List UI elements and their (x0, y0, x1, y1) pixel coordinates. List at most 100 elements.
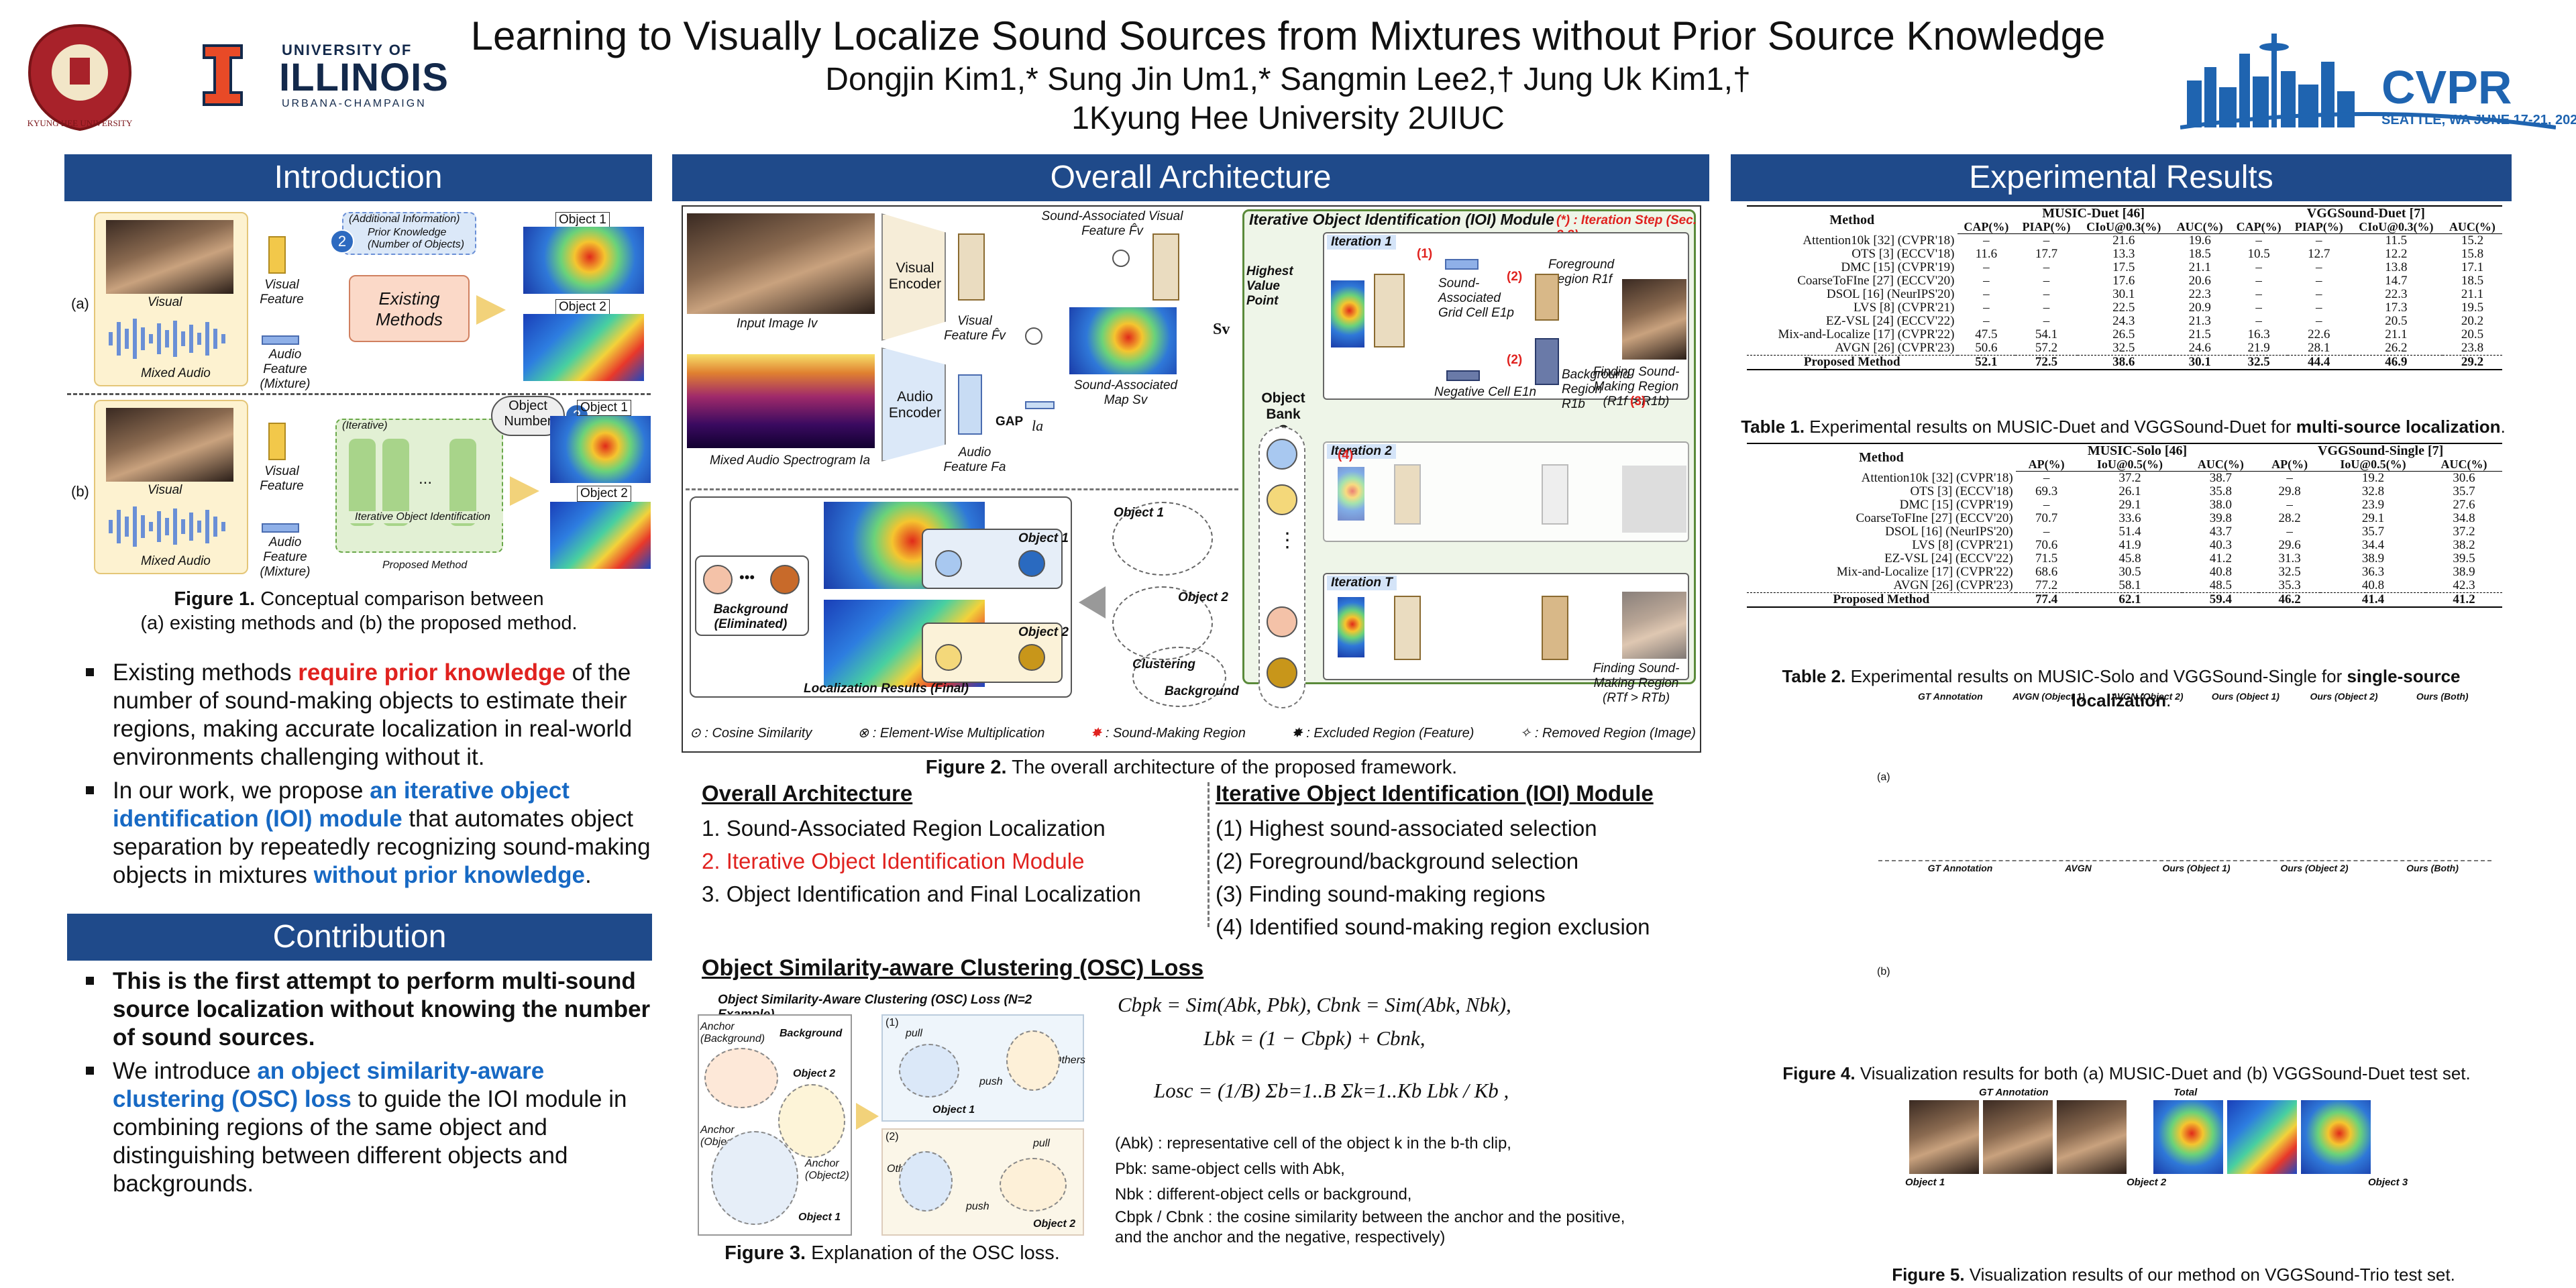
table-cell: OTS [3] (ECCV'18) (1851, 247, 1955, 261)
table-cell: 45.8 (2118, 551, 2141, 566)
fig1a-visual-image (106, 220, 233, 294)
gap-label: GAP (996, 415, 1024, 429)
def-positive: Pbk: same-object cells with Abk, (1115, 1160, 1345, 1178)
table-cell: 31.3 (2278, 551, 2301, 566)
step4-mark: (4) (1338, 448, 1354, 462)
table-cell: Attention10k [32] (CVPR'18) (1861, 470, 2013, 485)
table-cell: 29.6 (2278, 538, 2301, 552)
loc-obj1-c2 (1018, 550, 1045, 577)
table-cell: 69.3 (2035, 484, 2058, 498)
loc-obj1-c1 (935, 550, 962, 577)
def-anchor: (Abk) : representative cell of the objec… (1115, 1134, 1511, 1152)
table-cell: 20.6 (2188, 274, 2211, 288)
fig1a-existing-label: Existing Methods (376, 288, 443, 329)
bg-circle-1 (703, 565, 733, 594)
fig4b-row-2 (1901, 936, 2491, 993)
table-cell: 38.7 (2209, 471, 2233, 485)
vis-column-header: AVGN (Object 2) (2110, 691, 2184, 702)
negative-cell (1446, 370, 1480, 381)
iterT-cube-b (1542, 596, 1568, 660)
table-cell: – (2315, 314, 2322, 328)
fig1-cap-line2: (a) existing methods and (b) the propose… (140, 612, 578, 634)
table-cell: – (2255, 274, 2262, 288)
table-cell: 30.6 (2453, 471, 2475, 485)
table-cell: 22.6 (2308, 327, 2330, 341)
bank-dots: ⋮ (1277, 529, 1297, 551)
fig3-obj1-ellipse (711, 1131, 798, 1225)
fig1a-visual-label: Visual (148, 295, 182, 309)
equation-1: Cbpk = Sim(Abk, Pbk), Cbnk = Sim(Abk, Nb… (1118, 993, 1511, 1016)
fig3-panel-2-others (899, 1151, 953, 1212)
table-cell: 50.6 (1975, 341, 1998, 355)
table-cell: EZ-VSL [24] (ECCV'22) (1825, 314, 1955, 328)
mult-node-top (1112, 250, 1130, 267)
table-cell: 12.2 (2385, 247, 2408, 261)
fig4-label-a: (a) (1877, 771, 1890, 783)
iteration1-label: Iteration 1 (1327, 235, 1396, 250)
table-cell: – (2043, 301, 2050, 315)
table-cell: 32.5 (2112, 341, 2135, 355)
t2-col-header: AP(%) (2015, 458, 2078, 472)
loc-obj1-label: Object 1 (1018, 531, 1069, 545)
t2-group2: VGGSound-Single [7] (2259, 443, 2502, 458)
bank-circle-3 (1267, 606, 1297, 637)
table-2-caption: Table 2. Experimental results on MUSIC-S… (1782, 666, 2461, 710)
table-cell: 17.1 (2461, 260, 2484, 274)
fig3-obj2-ellipse (778, 1084, 845, 1158)
table-cell: 38.9 (2361, 551, 2385, 566)
cvpr-logo: CVPR SEATTLE, WA JUNE 17-21, 2024 (2180, 20, 2576, 134)
visual-feature-label: Visual Feature F̂v (944, 314, 1006, 343)
table-cell: 38.9 (2453, 565, 2475, 579)
table-cell: Mix-and-Localize [17] (CVPR'22) (1836, 565, 2013, 579)
fig1b-visual-feature-label: Visual Feature (260, 464, 304, 493)
def-cosine-2: and the anchor and the negative, respect… (1115, 1228, 1446, 1246)
intro-bullet-1: Existing methods require prior knowledge… (74, 659, 651, 771)
step1-mark: (1) (1417, 247, 1433, 261)
fig3-panel-2-cluster (1000, 1158, 1067, 1212)
audio-encoder (881, 347, 946, 462)
table-cell: 11.5 (2385, 233, 2408, 248)
proposed-cell: 44.4 (2288, 355, 2350, 370)
bank-circle-1 (1267, 439, 1297, 470)
table-cell: – (2043, 471, 2050, 485)
fig4a-row-2 (1901, 782, 2491, 856)
proposed-cell: 38.6 (2077, 355, 2170, 370)
fig1a-obj2-map (523, 314, 644, 381)
fig5-obj1-label: Object 1 (1905, 1177, 1945, 1188)
proposed-cell: 41.2 (2426, 592, 2502, 608)
t1-method-header: Method (1747, 205, 1957, 234)
table-cell: 22.3 (2385, 287, 2408, 301)
illinois-top: UNIVERSITY OF (282, 42, 413, 58)
ioi-item-1: (1) Highest sound-associated selection (1216, 816, 1597, 841)
fig3-push-2: push (966, 1201, 989, 1212)
input-image-label: Input Image Iv (737, 317, 818, 331)
intro-bullets: Existing methods require prior knowledge… (74, 659, 651, 895)
table-cell: DSOL [16] (NeurIPS'20) (1885, 525, 2013, 539)
ioi-item-2: (2) Foreground/background selection (1216, 849, 1579, 873)
fig1a-audio-label: Mixed Audio (141, 366, 211, 380)
fig3-pull-2: pull (1033, 1138, 1050, 1149)
t2-col-header: AP(%) (2259, 458, 2320, 472)
cluster-ellipse-3 (1132, 647, 1226, 707)
iterT-cube (1394, 596, 1421, 660)
legend-excluded: ✸ : Excluded Region (Feature) (1291, 726, 1474, 741)
table-cell: 21.9 (2247, 341, 2270, 355)
table-cell: 58.1 (2118, 578, 2141, 592)
vis-column-header: AVGN (2065, 863, 2092, 873)
figure-1-caption: Figure 1. Conceptual comparison between … (80, 587, 637, 635)
def-negative: Nbk : different-object cells or backgrou… (1115, 1185, 1412, 1203)
table-cell: 23.8 (2461, 341, 2484, 355)
t2-col-header: IoU@0.5(%) (2320, 458, 2426, 472)
osc-definitions: (Abk) : representative cell of the objec… (1115, 1131, 1705, 1248)
highest-value-label: Highest Value Point (1246, 264, 1293, 308)
proposed-cell: 62.1 (2077, 592, 2183, 608)
t2-group1: MUSIC-Solo [46] (2015, 443, 2259, 458)
sav-feature-cube (1152, 233, 1179, 301)
